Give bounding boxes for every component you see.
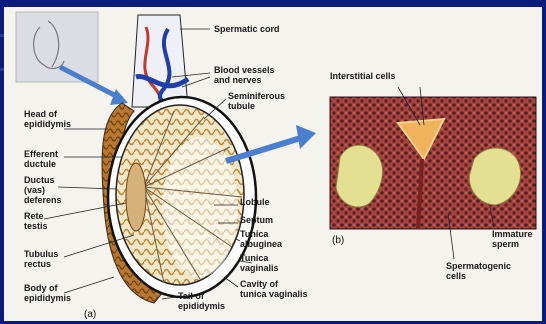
label-seminiferous-tubule: Seminiferous tubule xyxy=(228,91,285,111)
zoom-arrow-head xyxy=(296,125,316,149)
label-blood-vessels: Blood vessels and nerves xyxy=(214,65,275,85)
label-efferent-ductule: Efferent ductule xyxy=(24,149,58,169)
inset-thumbnail xyxy=(16,12,98,82)
label-lobule: Lobule xyxy=(240,197,270,207)
label-spermatogenic-cells: Spermatogenic cells xyxy=(446,261,511,281)
label-rete-testis: Rete testis xyxy=(24,211,48,231)
label-spermatic-cord: Spermatic cord xyxy=(214,24,280,34)
label-ductus-deferens: Ductus (vas) deferens xyxy=(24,175,62,205)
panel-b-marker: (b) xyxy=(332,235,344,246)
label-septum: Septum xyxy=(240,215,273,225)
micrograph xyxy=(330,97,536,229)
label-tunica-vaginalis: Tunica vaginalis xyxy=(240,253,279,273)
label-head-of-epididymis: Head of epididymis xyxy=(24,109,71,129)
label-body-of-epididymis: Body of epididymis xyxy=(24,283,71,303)
label-interstitial-cells: Interstitial cells xyxy=(330,71,396,81)
slide-canvas: Spermatic cord Blood vessels and nerves … xyxy=(4,7,542,321)
label-tail-of-epididymis: Tail of epididymis xyxy=(178,291,225,311)
label-immature-sperm: Immature sperm xyxy=(492,229,533,249)
label-tubulus-rectus: Tubulus rectus xyxy=(24,249,58,269)
label-cavity: Cavity of tunica vaginalis xyxy=(240,279,308,299)
rete-testis xyxy=(126,163,146,231)
label-tunica-albuginea: Tunica albuginea xyxy=(240,229,282,249)
panel-a-marker: (a) xyxy=(84,309,96,320)
